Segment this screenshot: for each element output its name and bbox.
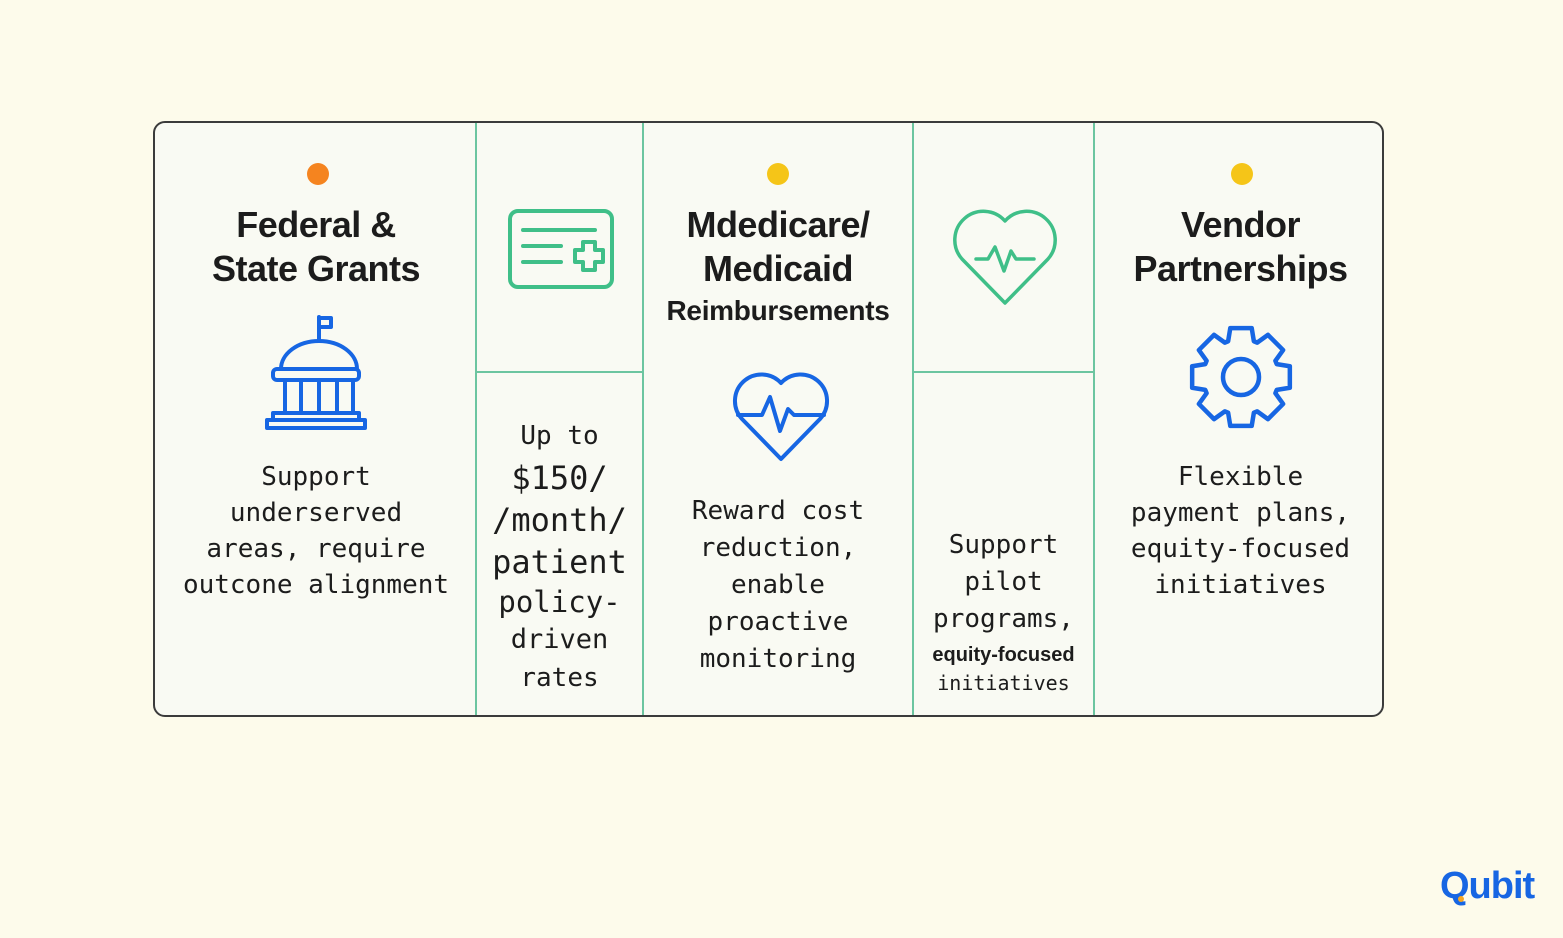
column-pilot-programs: Support pilot programs, equity-focused i… [914, 123, 1093, 715]
column-body: Support underserved areas, require outco… [182, 462, 450, 600]
column-rate-info: Up to $150/ /month/ patient policy- driv… [477, 123, 642, 715]
funding-sources-card: Federal & State Grants Support underserv… [153, 121, 1384, 717]
gear-icon [1189, 325, 1293, 429]
medical-card-icon [508, 209, 614, 289]
column-federal-state-grants: Federal & State Grants Support underserv… [155, 123, 477, 715]
heart-pulse-outline-icon [953, 209, 1057, 305]
brand-logo: Qubit [1440, 865, 1535, 907]
column-title: Federal & State Grants [211, 204, 421, 289]
column-vendor-partnerships: Vendor Partnerships Flexible payment pla… [1095, 123, 1382, 715]
heart-pulse-icon [732, 372, 830, 461]
column-body: Support pilot programs, [933, 530, 1074, 634]
column-body-small: equity-focused initiatives [932, 644, 1075, 695]
government-building-icon [265, 315, 367, 430]
column-body: Flexible payment plans, equity-focused i… [1130, 462, 1351, 600]
column-divider [1093, 123, 1095, 715]
column-body: Up to $150/ /month/ patient policy- driv… [492, 421, 627, 693]
column-divider [912, 123, 914, 715]
status-dot [767, 163, 789, 185]
column-body: Reward cost reduction, enable proactive … [691, 496, 865, 674]
column-divider [475, 123, 477, 715]
column-title: Vendor Partnerships [1133, 204, 1348, 289]
column-medicare-medicaid: Mdedicare/ Medicaid Reimbursements Rewar… [644, 123, 912, 715]
brand-logo-dot [1458, 896, 1464, 902]
status-dot [307, 163, 329, 185]
column-subtitle: Reimbursements [666, 295, 890, 326]
status-dot [1231, 163, 1253, 185]
column-title: Mdedicare/ Medicaid [686, 204, 870, 289]
row-divider [914, 371, 1093, 373]
row-divider [477, 371, 642, 373]
column-divider [642, 123, 644, 715]
